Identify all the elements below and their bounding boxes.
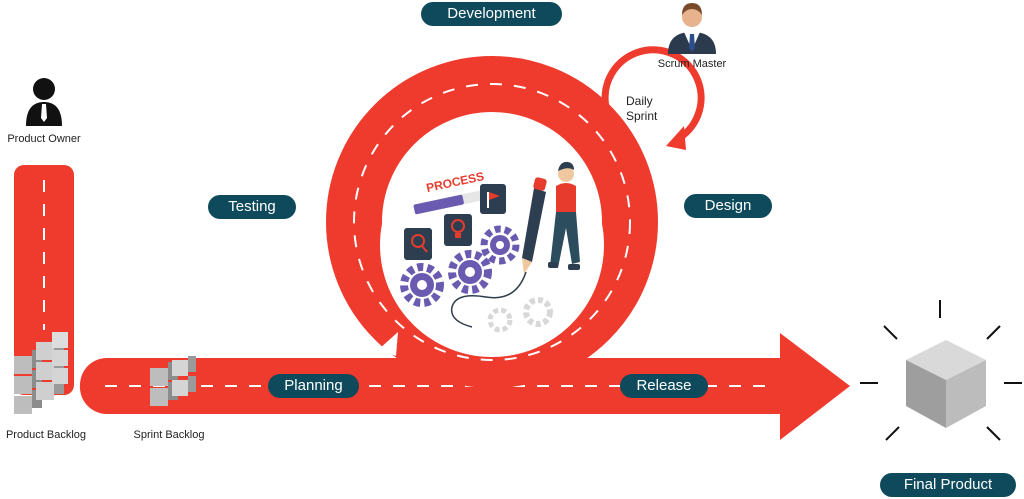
- daily-sprint-arrowhead: [666, 126, 686, 150]
- stage-final-product: Final Product: [880, 473, 1016, 497]
- stage-design: Design: [684, 194, 772, 218]
- businessman-icon: [668, 3, 716, 54]
- cube-icon: [906, 340, 986, 428]
- sprint-backlog-label: Sprint Backlog: [126, 429, 212, 441]
- role-scrum-master-label: Scrum Master: [645, 58, 739, 70]
- stage-development: Development: [421, 2, 562, 26]
- role-product-owner-label: Product Owner: [2, 133, 86, 145]
- flag-icon: [480, 184, 506, 214]
- daily-sprint-line-2: Sprint: [626, 109, 657, 124]
- product-backlog-label: Product Backlog: [0, 429, 92, 441]
- person-icon: [26, 78, 62, 126]
- stage-planning: Planning: [268, 374, 359, 398]
- daily-sprint-label: Daily Sprint: [626, 94, 657, 124]
- stage-testing: Testing: [208, 195, 296, 219]
- lightbulb-icon: [444, 214, 472, 246]
- daily-sprint-line-1: Daily: [626, 94, 657, 109]
- stage-release: Release: [620, 374, 708, 398]
- magnifier-icon: [404, 228, 432, 260]
